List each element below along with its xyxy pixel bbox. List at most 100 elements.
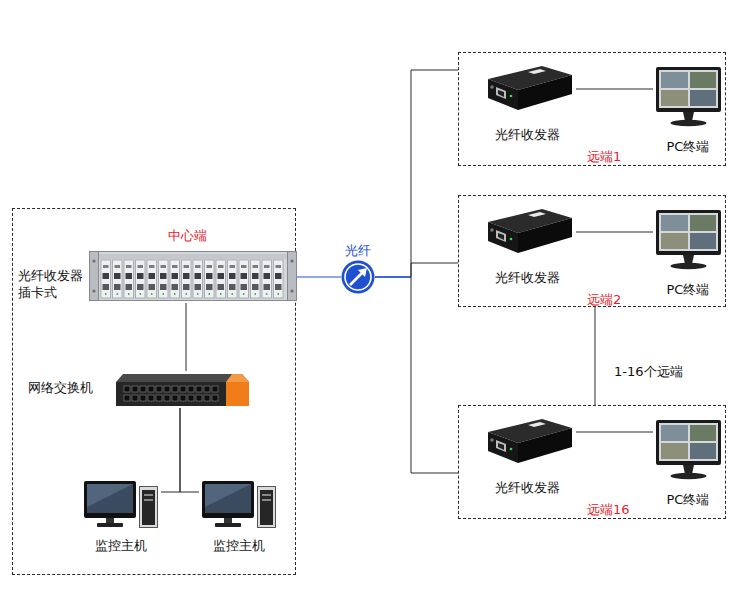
pc-terminal-node: PC终端 <box>653 418 723 508</box>
switch-drawing-part <box>204 386 210 392</box>
pc-monitor-drawing <box>656 210 721 270</box>
pc-monitor-drawing-part <box>683 255 694 264</box>
rack-chassis-drawing-part <box>252 284 259 290</box>
pc-monitor-drawing-part <box>661 90 688 106</box>
pc-monitor-drawing-part <box>690 443 716 459</box>
converter-drawing-part <box>528 422 546 427</box>
remote-group-box: 远端16光纤收发器PC终端 <box>458 405 726 519</box>
connector-line <box>375 263 458 277</box>
pc-monitor-drawing-part <box>659 70 718 108</box>
switch-drawing-part <box>188 386 194 392</box>
connector-line <box>186 303 187 371</box>
center-group-box: 中心端光纤收发器 插卡式网络交换机监控主机监控主机 <box>12 208 296 575</box>
rack-chassis-drawing-part <box>114 284 121 290</box>
group-title: 中心端 <box>145 228 229 244</box>
rack-chassis-drawing-part <box>172 284 179 290</box>
rack-chassis-drawing-part <box>170 260 180 298</box>
pc-monitor-drawing-part <box>683 112 694 121</box>
converter-drawing-part <box>498 233 504 240</box>
rack-chassis-drawing-part <box>218 265 224 268</box>
node-label: 光纤收发器 插卡式 <box>18 267 90 301</box>
rack-chassis-drawing-part <box>216 260 226 298</box>
fiber-line <box>375 277 411 278</box>
host-computer-drawing-part <box>262 494 271 496</box>
connector-line <box>297 277 341 278</box>
host-computer-drawing-part <box>260 490 273 525</box>
host-computer-drawing-part <box>140 487 158 528</box>
fiber-converter-node: 光纤收发器 <box>479 59 576 145</box>
pc-monitor-drawing-part <box>690 233 716 249</box>
node-label: 光纤 <box>331 243 385 259</box>
rack-chassis-drawing-part <box>277 293 279 295</box>
rack-chassis-drawing-part <box>275 273 282 279</box>
switch-drawing <box>116 373 249 406</box>
rack-chassis-drawing-part <box>184 265 190 268</box>
rack-chassis-drawing-part <box>262 260 272 298</box>
converter-drawing-part <box>488 222 518 253</box>
switch-drawing-part <box>204 395 210 401</box>
rack-chassis-drawing-part <box>205 260 215 298</box>
fiber-line <box>375 277 411 278</box>
rack-chassis-drawing-part <box>241 284 248 290</box>
rack-chassis-drawing-part <box>92 259 95 262</box>
rack-chassis-drawing-part <box>228 260 238 298</box>
rack-chassis-drawing-part <box>92 289 95 292</box>
fiber-circle-symbol-part <box>342 261 375 294</box>
rack-chassis-drawing-part <box>275 284 282 290</box>
pc-monitor-drawing-part <box>656 210 721 255</box>
rack-chassis-drawing-part <box>208 293 210 295</box>
pc-monitor-drawing-part <box>656 420 721 465</box>
rack-chassis-drawing-part <box>288 252 297 301</box>
connector-line <box>161 408 180 492</box>
host-computer-drawing-part <box>144 494 153 496</box>
node-label: 光纤收发器 <box>479 270 576 286</box>
group-title: 远端16 <box>587 502 630 518</box>
node-label: PC终端 <box>643 492 733 508</box>
rack-chassis-drawing-part <box>251 260 261 298</box>
rack-chassis-drawing-part <box>114 273 121 279</box>
converter-drawing <box>484 416 574 466</box>
wire-line <box>161 408 180 492</box>
rack-chassis-drawing-part <box>290 289 293 292</box>
rack-chassis-drawing-part <box>160 284 167 290</box>
host-computer-drawing-part <box>84 481 136 518</box>
rack-chassis-drawing-part <box>239 260 249 298</box>
connector-line <box>576 232 653 233</box>
host-computer-drawing-part <box>262 499 271 501</box>
switch-drawing-part <box>212 386 218 392</box>
converter-drawing-part <box>518 428 572 463</box>
rack-chassis-drawing-part <box>229 284 236 290</box>
converter-drawing-part <box>496 230 506 242</box>
rack-chassis-drawing-part <box>116 293 118 295</box>
network-switch-node: 网络交换机 <box>26 371 251 408</box>
switch-drawing-part <box>164 395 170 401</box>
rack-chassis-drawing-part <box>172 265 178 268</box>
rack-chassis-drawing-part <box>126 284 133 290</box>
rack-chassis-drawing-part <box>138 265 144 268</box>
connector-line <box>576 89 653 90</box>
pc-monitor-drawing-part <box>661 72 688 88</box>
branch-line <box>411 277 458 473</box>
rack-chassis-drawing-part <box>99 254 287 259</box>
rack-chassis-drawing-part <box>183 273 190 279</box>
pc-monitor-drawing-part <box>690 215 716 231</box>
switch-drawing-part <box>172 395 178 401</box>
fiber-line <box>297 277 341 278</box>
switch-drawing-part <box>180 386 186 392</box>
remote-group-box: 远端1光纤收发器PC终端 <box>458 52 726 166</box>
switch-drawing-part <box>172 386 178 392</box>
switch-drawing-part <box>164 386 170 392</box>
node-label: PC终端 <box>643 139 733 155</box>
switch-drawing-part <box>140 395 146 401</box>
converter-drawing-part <box>488 79 518 110</box>
pc-monitor-drawing-part <box>661 443 688 459</box>
connector-line <box>576 432 653 433</box>
connector-line <box>180 408 199 492</box>
rack-chassis-drawing-part <box>266 293 268 295</box>
rack-chassis-drawing-part <box>264 273 271 279</box>
switch-drawing-part <box>132 395 138 401</box>
switch-drawing-part <box>156 386 162 392</box>
fiber-line <box>375 277 411 278</box>
rack-chassis-drawing-part <box>137 273 144 279</box>
